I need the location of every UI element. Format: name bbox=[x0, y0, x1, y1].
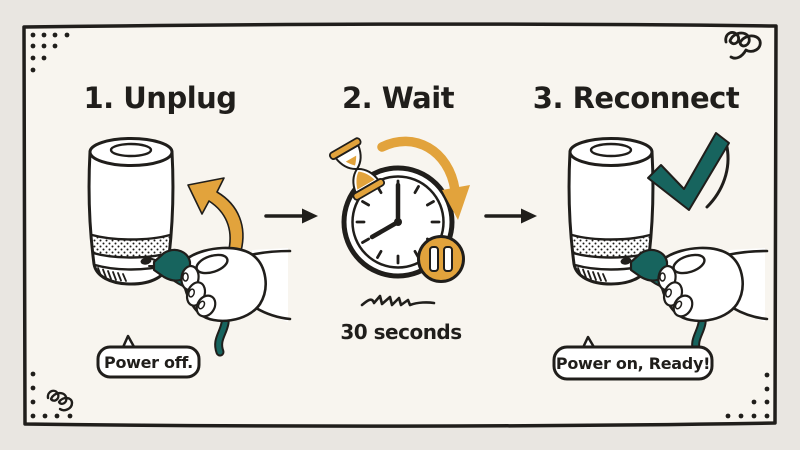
clock-hands bbox=[369, 182, 401, 240]
speech-bubble-text: Power off. bbox=[104, 353, 193, 372]
clockwise-curved-arrow-icon bbox=[377, 136, 470, 220]
duration-caption: 30 seconds bbox=[340, 320, 461, 344]
hand-pulling-plug-icon bbox=[148, 248, 290, 352]
checkmark-icon bbox=[647, 132, 730, 211]
right-arrow-icon-2 bbox=[484, 208, 537, 224]
squiggle-bottom-left-icon bbox=[46, 389, 74, 412]
step-1-section: 1. Unplug Power off. bbox=[83, 81, 290, 379]
curved-arrow-up-left-icon bbox=[187, 177, 244, 252]
speech-bubble-text: Power on, Ready! bbox=[556, 354, 710, 373]
speech-bubble-power-off: Power off. bbox=[96, 334, 201, 379]
step-2-section: 2. Wait bbox=[328, 81, 470, 344]
clock-ticks bbox=[355, 179, 441, 265]
corner-dots-bottom-left-icon bbox=[30, 371, 73, 419]
squiggle-top-right-icon bbox=[724, 31, 762, 60]
step-3-section: 3. Reconnect Power on, Ready! bbox=[533, 81, 767, 381]
step-1-title: 1. Unplug bbox=[83, 81, 236, 115]
corner-dots-bottom-right-icon bbox=[725, 372, 770, 419]
step-2-title: 2. Wait bbox=[342, 81, 455, 115]
speech-bubble-power-on: Power on, Ready! bbox=[552, 335, 714, 381]
scribble-line-icon bbox=[360, 294, 436, 307]
right-arrow-icon-1 bbox=[264, 208, 318, 224]
corner-dots-top-left-icon bbox=[30, 32, 70, 73]
pause-button-icon bbox=[417, 235, 465, 283]
step-3-title: 3. Reconnect bbox=[533, 81, 740, 115]
hourglass-icon bbox=[328, 137, 386, 201]
